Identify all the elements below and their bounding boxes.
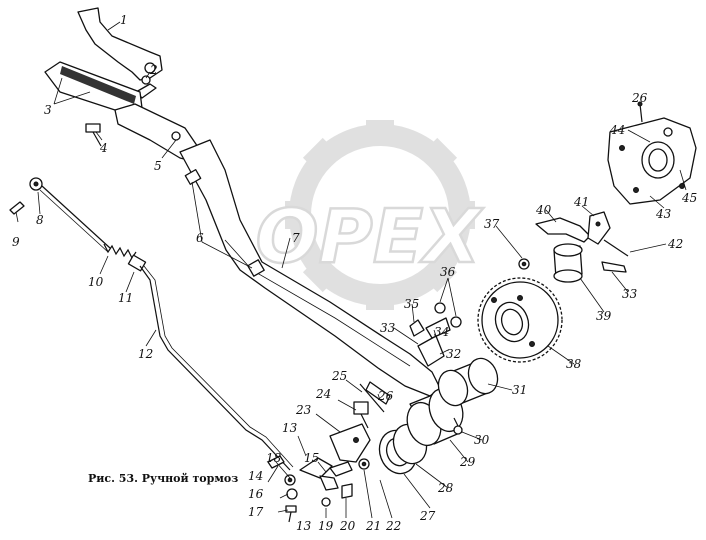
part-24-pin (353, 401, 369, 429)
part-38-sector-gear (477, 277, 563, 363)
callout-45: 45 (681, 191, 697, 205)
cable-upper (41, 185, 111, 249)
callout-29: 29 (459, 455, 476, 469)
part-25-rod (359, 381, 391, 413)
part-1-lever-bracket (77, 7, 163, 81)
callout-7: 7 (292, 231, 300, 245)
part-4-bolt (85, 123, 102, 147)
callout-1: 1 (120, 13, 128, 27)
watermark: OPEX (254, 120, 486, 310)
callout-13b: 13 (296, 519, 312, 533)
watermark-gear-icon (285, 120, 475, 310)
callout-17: 17 (248, 505, 264, 519)
callout-12: 12 (138, 347, 153, 361)
callout-3: 3 (44, 103, 52, 117)
callout-39: 39 (596, 309, 612, 323)
callout-18: 18 (266, 451, 282, 465)
callout-38: 38 (566, 357, 582, 371)
part-43-bracket (607, 117, 697, 205)
callout-6: 6 (196, 231, 204, 245)
callout-44: 44 (609, 123, 625, 137)
callout-2: 2 (149, 63, 158, 77)
callout-22: 22 (385, 519, 401, 533)
callout-33b: 33 (622, 287, 638, 301)
callout-5: 5 (154, 159, 162, 173)
callout-21: 21 (365, 519, 381, 533)
part-10-spring (103, 243, 147, 272)
part-31-bushing (437, 357, 499, 407)
part-34-pawl (425, 317, 451, 339)
callout-13a: 13 (282, 421, 298, 435)
callout-11: 11 (118, 291, 133, 305)
callout-4: 4 (99, 141, 108, 155)
part-8-rod-end (29, 177, 43, 191)
part-41-pawl (587, 211, 611, 245)
callout-9: 9 (12, 235, 20, 249)
hardware-cluster (267, 455, 370, 523)
part-26-screw-top (637, 101, 643, 123)
callout-16: 16 (248, 487, 264, 501)
handle-grip (60, 66, 136, 104)
callout-41: 41 (573, 195, 589, 209)
callout-19: 19 (318, 519, 334, 533)
callout-25: 25 (331, 369, 347, 383)
callout-34: 34 (434, 325, 449, 339)
callout-14: 14 (248, 469, 263, 483)
callout-31: 31 (512, 383, 527, 397)
callout-26b: 26 (631, 91, 648, 105)
callout-40: 40 (535, 203, 552, 217)
watermark-text: OPEX (256, 194, 485, 280)
part-30-screw (453, 417, 463, 435)
part-12-brake-rod (139, 265, 294, 471)
callout-26a: 26 (377, 389, 394, 403)
part-36-washers (434, 302, 462, 328)
leader-lines (15, 21, 687, 519)
callout-24: 24 (315, 387, 331, 401)
part-42-rod (601, 239, 629, 273)
callout-23: 23 (295, 403, 312, 417)
part-44-pin (663, 127, 673, 137)
part-23-bracket (329, 423, 371, 463)
callout-20: 20 (339, 519, 356, 533)
callout-32: 32 (446, 347, 461, 361)
callout-8: 8 (36, 213, 44, 227)
callout-36: 36 (440, 265, 456, 279)
callout-37: 37 (484, 217, 500, 231)
callout-33a: 33 (380, 321, 396, 335)
callout-28: 28 (437, 481, 454, 495)
callout-15: 15 (304, 451, 319, 465)
callout-27: 27 (419, 509, 436, 523)
part-35-spring-pin (409, 319, 425, 337)
part-37-nut (518, 258, 530, 270)
callouts: 1 2 3 4 5 6 7 8 9 10 11 12 13 13 14 15 1… (12, 13, 697, 533)
callout-10: 10 (88, 275, 104, 289)
callout-35: 35 (404, 297, 419, 311)
callout-30: 30 (474, 433, 490, 447)
part-32-pawl (417, 335, 445, 367)
part-39-bushing (553, 243, 583, 283)
part-40-lever (535, 217, 591, 243)
callout-42: 42 (667, 237, 683, 251)
figure-caption: Рис. 53. Ручной тормоз (88, 472, 238, 485)
callout-43: 43 (655, 207, 672, 221)
part-9-cotter-pin (9, 201, 25, 215)
